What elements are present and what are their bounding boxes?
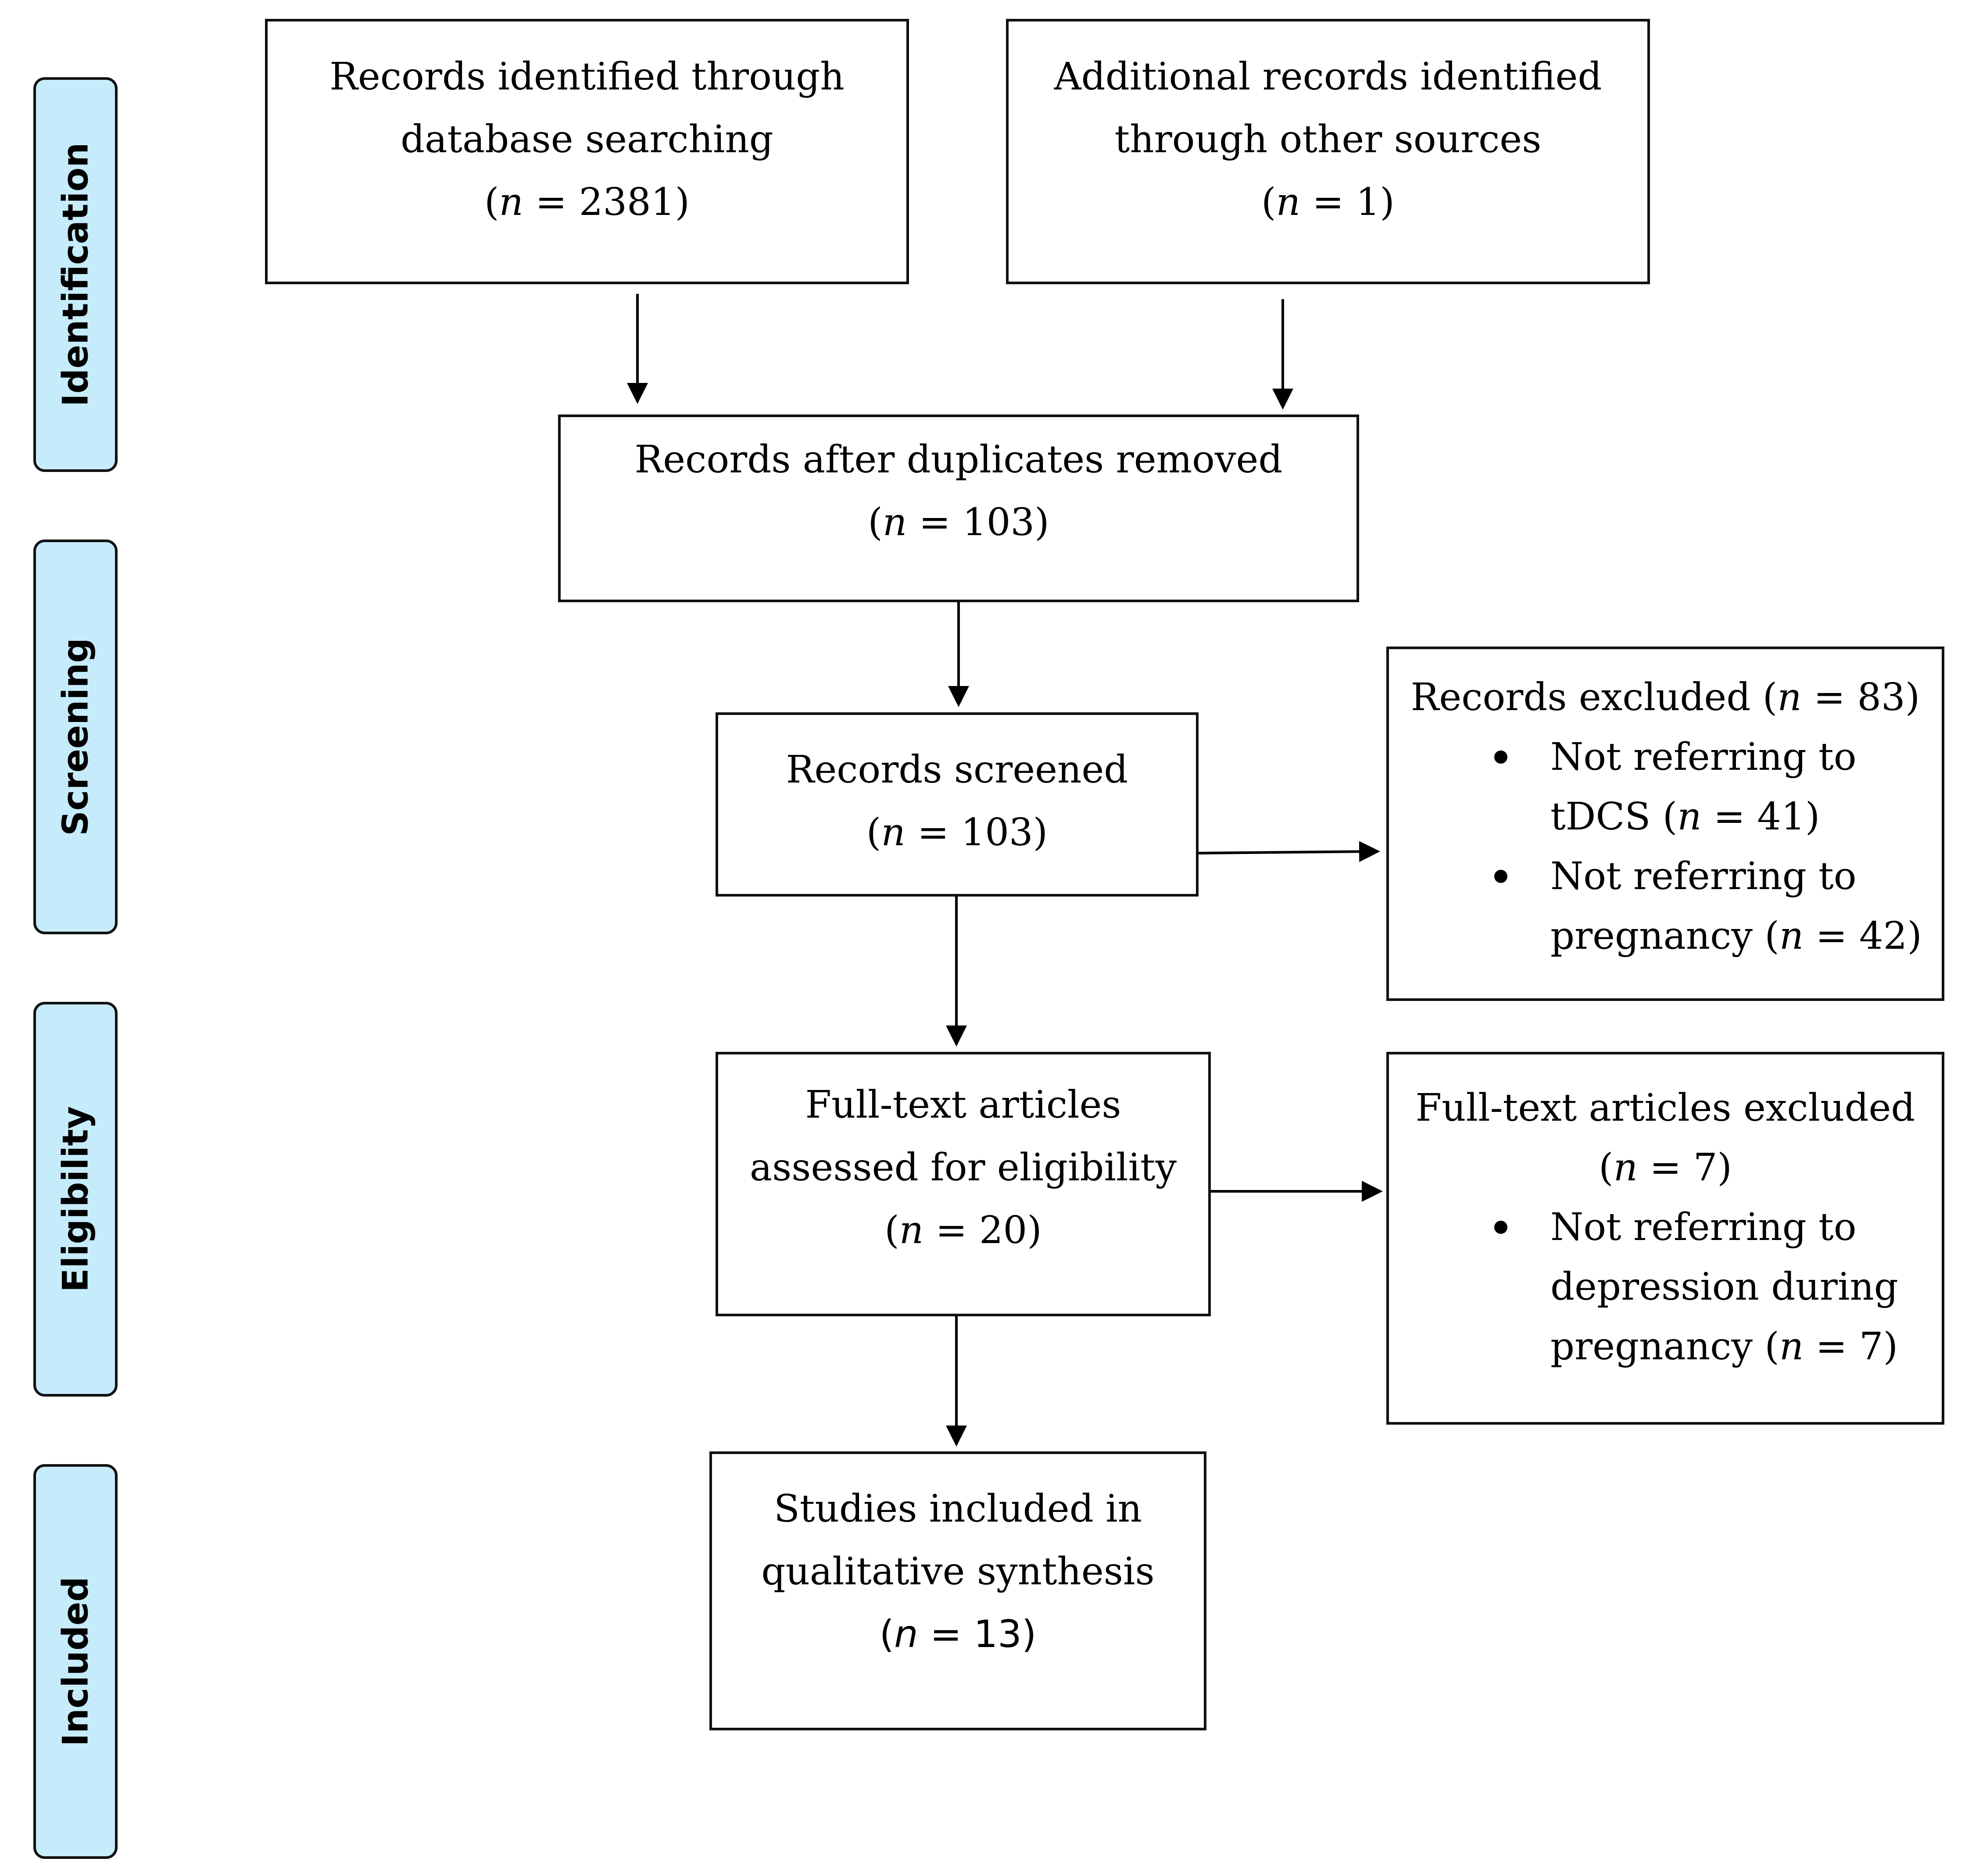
duplicates-removed-box: Records after duplicates removed (n = 10… bbox=[558, 415, 1359, 602]
included-studies-line1: Studies included in bbox=[774, 1487, 1142, 1531]
fulltext-excluded-item-1-line1: Not referring to bbox=[1550, 1205, 1857, 1249]
records-excluded-item-1-count: 41 bbox=[1757, 795, 1805, 839]
records-excluded-item-2-topic: pregnancy bbox=[1550, 914, 1753, 958]
fulltext-excluded-count-line: (n = 7) bbox=[1599, 1146, 1732, 1190]
duplicates-removed-line1: Records after duplicates removed bbox=[634, 438, 1283, 482]
included-studies-line2: qualitative synthesis bbox=[761, 1550, 1155, 1594]
records-excluded-item-1-line1: Not referring to bbox=[1550, 735, 1857, 779]
fulltext-excluded-box: Full-text articles excluded (n = 7) Not … bbox=[1386, 1052, 1944, 1425]
duplicates-removed-count: 103 bbox=[962, 500, 1035, 544]
stage-tab-identification: Identification bbox=[33, 77, 118, 472]
records-excluded-item-2-count: 42 bbox=[1859, 914, 1908, 958]
included-studies-box: Studies included in qualitative synthesi… bbox=[709, 1451, 1206, 1730]
stage-tab-screening: Screening bbox=[33, 540, 118, 934]
records-excluded-box: Records excluded (n = 83) Not referring … bbox=[1386, 647, 1944, 1001]
records-excluded-item-1: Not referring to tDCS (n = 41) bbox=[1389, 727, 1942, 847]
records-excluded-item-2-line1: Not referring to bbox=[1550, 854, 1857, 898]
records-excluded-title-line: Records excluded (n = 83) bbox=[1410, 675, 1920, 719]
records-excluded-item-1-line2: tDCS (n = 41) bbox=[1550, 795, 1820, 839]
fulltext-assessed-count: 20 bbox=[979, 1208, 1027, 1252]
fulltext-excluded-count: 7 bbox=[1693, 1146, 1718, 1190]
fulltext-excluded-item-1-line3: pregnancy (n = 7) bbox=[1550, 1325, 1898, 1369]
duplicates-removed-count-line: (n = 103) bbox=[868, 500, 1049, 544]
other-sources-count-line: (n = 1) bbox=[1261, 180, 1395, 224]
bullet-icon bbox=[1494, 870, 1507, 883]
records-excluded-item-2: Not referring to pregnancy (n = 42) bbox=[1389, 847, 1942, 966]
other-sources-count: 1 bbox=[1356, 180, 1380, 224]
database-records-line2: database searching bbox=[401, 118, 773, 161]
fulltext-assessed-line2: assessed for eligibility bbox=[749, 1146, 1177, 1190]
fulltext-excluded-item-1-topic: pregnancy bbox=[1550, 1325, 1753, 1369]
fulltext-assessed-line1: Full-text articles bbox=[805, 1083, 1121, 1127]
bullet-icon bbox=[1494, 1221, 1507, 1234]
database-records-box: Records identified through database sear… bbox=[265, 19, 909, 284]
fulltext-assessed-count-line: (n = 20) bbox=[884, 1208, 1042, 1252]
included-studies-count: 13 bbox=[973, 1612, 1022, 1656]
records-screened-count-line: (n = 103) bbox=[866, 811, 1048, 854]
included-studies-count-line: (n = 13) bbox=[879, 1612, 1037, 1656]
records-screened-count: 103 bbox=[961, 811, 1033, 854]
arrow-screened-to-excluded bbox=[1198, 841, 1380, 862]
other-sources-line2: through other sources bbox=[1114, 118, 1542, 161]
fulltext-excluded-item-1: Not referring to depression during pregn… bbox=[1389, 1197, 1942, 1376]
bullet-icon bbox=[1494, 750, 1507, 764]
records-excluded-title: Records excluded bbox=[1410, 675, 1751, 719]
database-records-line1: Records identified through bbox=[329, 55, 845, 99]
database-records-count-line: (n = 2381) bbox=[484, 180, 690, 224]
records-screened-line1: Records screened bbox=[786, 748, 1128, 792]
fulltext-excluded-item-1-count: 7 bbox=[1859, 1325, 1883, 1369]
records-excluded-item-1-topic: tDCS bbox=[1550, 795, 1651, 839]
database-records-count: 2381 bbox=[579, 180, 675, 224]
records-excluded-count: 83 bbox=[1857, 675, 1905, 719]
records-screened-box: Records screened (n = 103) bbox=[716, 712, 1199, 897]
other-sources-box: Additional records identified through ot… bbox=[1006, 19, 1650, 284]
records-excluded-item-2-line2: pregnancy (n = 42) bbox=[1550, 914, 1922, 958]
fulltext-excluded-item-1-line2: depression during bbox=[1550, 1265, 1898, 1309]
fulltext-assessed-box: Full-text articles assessed for eligibil… bbox=[716, 1052, 1211, 1316]
stage-tab-eligibility: Eligibility bbox=[33, 1002, 118, 1397]
stage-tab-included: Included bbox=[33, 1464, 118, 1859]
other-sources-line1: Additional records identified bbox=[1054, 55, 1602, 99]
fulltext-excluded-title: Full-text articles excluded bbox=[1415, 1086, 1915, 1130]
